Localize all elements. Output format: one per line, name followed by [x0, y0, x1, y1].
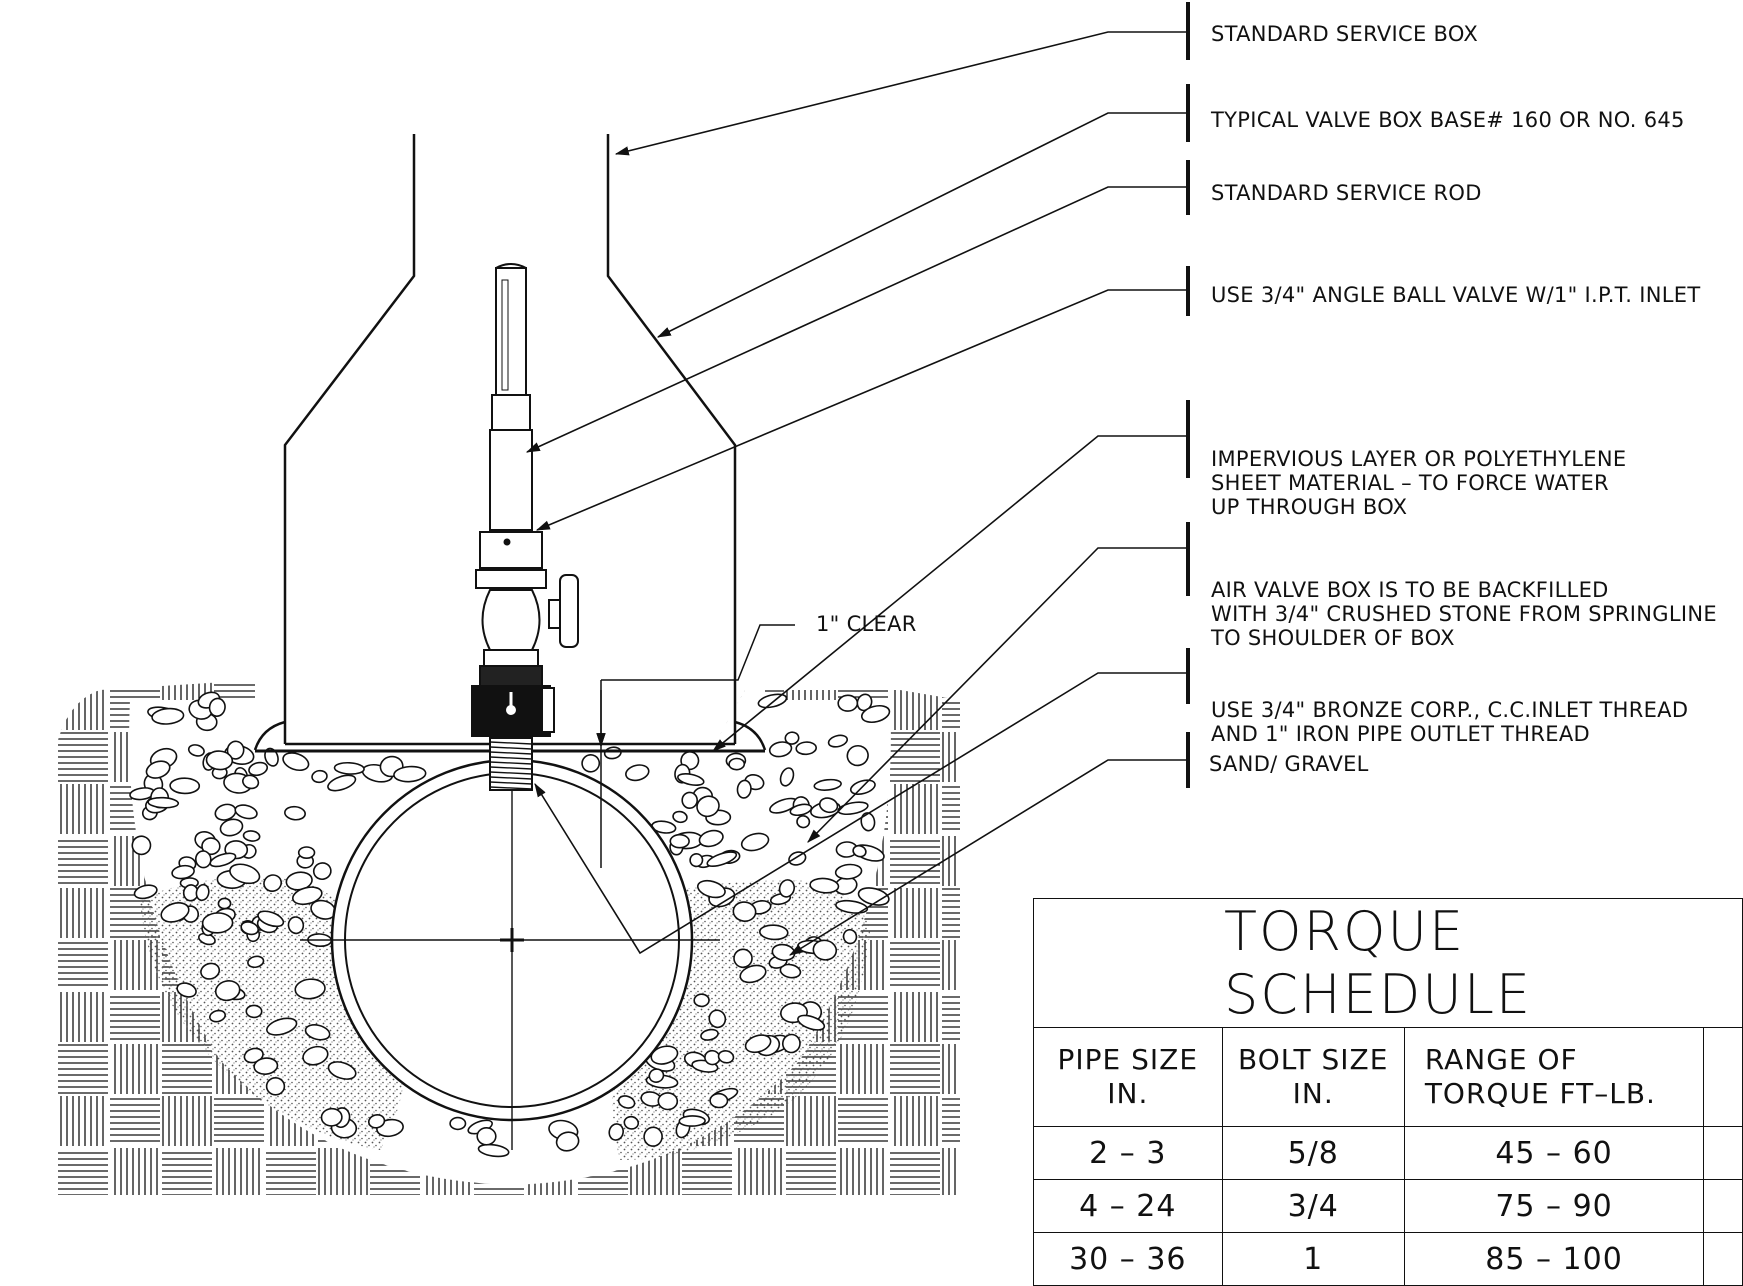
callout-service-rod: STANDARD SERVICE ROD: [1211, 181, 1482, 205]
header-cut-column: [1703, 1027, 1743, 1127]
callout-ticks: [1186, 2, 1190, 788]
clear-dimension: [596, 624, 795, 868]
table-cell: 3/4: [1221, 1179, 1405, 1233]
table-row: 30 – 36 1 85 – 100: [1033, 1232, 1743, 1286]
table-cell: 75 – 90: [1403, 1179, 1705, 1233]
table-cell: 45 – 60: [1403, 1126, 1705, 1180]
callout-sand-gravel: SAND/ GRAVEL: [1209, 752, 1369, 776]
table-cell: 1: [1221, 1232, 1405, 1286]
table-cell: [1703, 1232, 1743, 1286]
callout-service-box: STANDARD SERVICE BOX: [1211, 22, 1479, 46]
table-cell: 5/8: [1221, 1126, 1405, 1180]
callout-ball-valve: USE 3/4" ANGLE BALL VALVE W/1" I.P.T. IN…: [1211, 283, 1701, 307]
crushed-stone-backfill: [129, 691, 891, 1158]
table-row: 4 – 24 3/4 75 – 90: [1033, 1179, 1743, 1233]
table-cell: 85 – 100: [1403, 1232, 1705, 1286]
service-rod-and-valve: [471, 263, 579, 791]
callout-valve-box-base: TYPICAL VALVE BOX BASE# 160 OR NO. 645: [1211, 108, 1685, 132]
clear-label: 1" CLEAR: [816, 612, 917, 636]
table-cell: 2 – 3: [1033, 1126, 1223, 1180]
table-cell: 4 – 24: [1033, 1179, 1223, 1233]
table-row: 2 – 3 5/8 45 – 60: [1033, 1126, 1743, 1180]
table-cell: [1703, 1179, 1743, 1233]
valve-box-detail-drawing: [58, 2, 1190, 1195]
callout-leaders: [525, 31, 1188, 956]
table-cell: [1703, 1126, 1743, 1180]
table-cell: 30 – 36: [1033, 1232, 1223, 1286]
table-title: TORQUE SCHEDULE: [1033, 898, 1743, 1028]
